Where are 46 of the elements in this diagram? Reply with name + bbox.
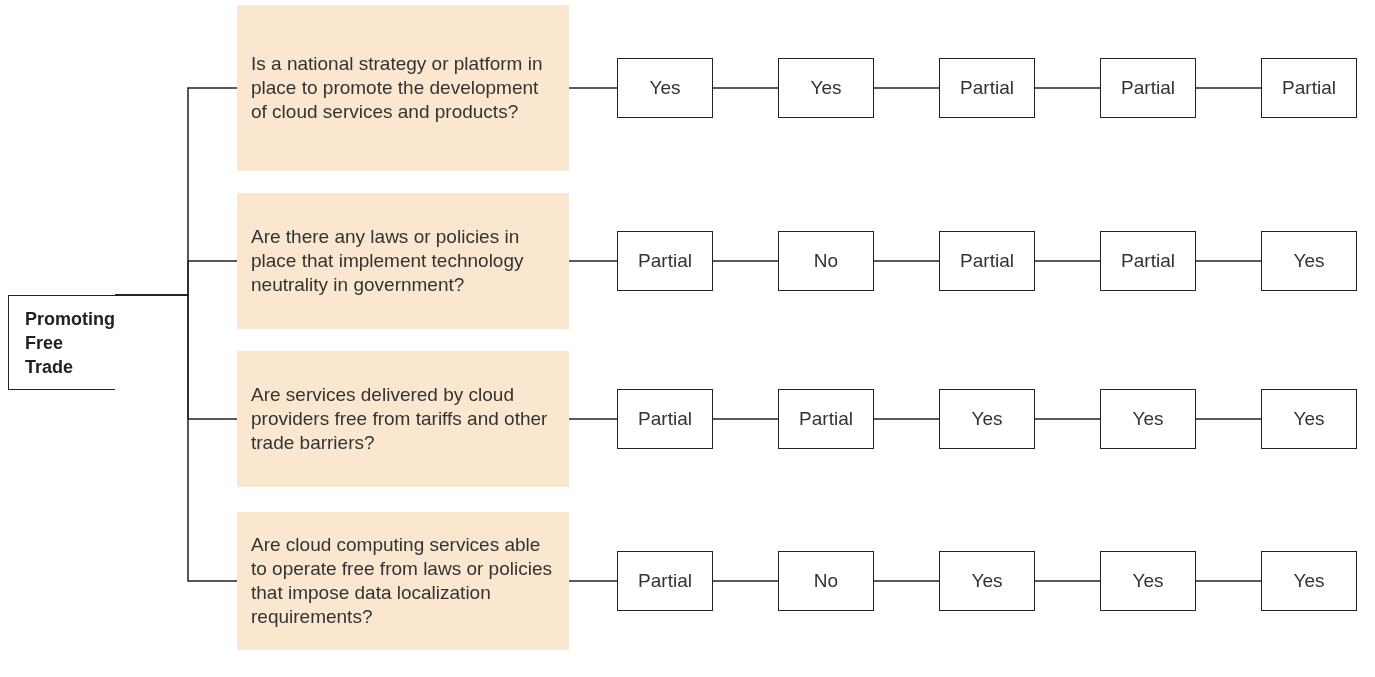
connector-line	[1034, 580, 1101, 582]
connector-line	[568, 260, 618, 262]
connector-line	[873, 580, 940, 582]
connector-line	[1034, 260, 1101, 262]
answer-box: No	[778, 231, 874, 291]
answer-box: Partial	[1261, 58, 1357, 118]
answer-box: Partial	[1100, 231, 1196, 291]
connector-line	[568, 87, 618, 89]
answer-box: Partial	[778, 389, 874, 449]
connector-line	[712, 87, 779, 89]
answer-box: No	[778, 551, 874, 611]
answer-box: Yes	[778, 58, 874, 118]
connector-line	[873, 87, 940, 89]
category-label: Promoting Free Trade	[8, 295, 115, 390]
answer-box: Yes	[939, 389, 1035, 449]
answer-box: Yes	[939, 551, 1035, 611]
question-box: Is a national strategy or platform in place to promote the development of cloud services and products?	[237, 5, 569, 171]
answer-box: Partial	[939, 58, 1035, 118]
answer-box: Yes	[1100, 551, 1196, 611]
connector-line	[873, 418, 940, 420]
answer-box: Partial	[1100, 58, 1196, 118]
connector-line	[1195, 418, 1262, 420]
answer-box: Partial	[617, 389, 713, 449]
answer-box: Partial	[939, 231, 1035, 291]
connector-line	[712, 260, 779, 262]
connector-line	[568, 580, 618, 582]
question-box: Are cloud computing services able to operate free from laws or policies that impose data localization requirements?	[237, 512, 569, 650]
connector-line	[712, 418, 779, 420]
question-box: Are there any laws or policies in place that implement technology neutrality in government?	[237, 193, 569, 329]
answer-box: Yes	[1261, 551, 1357, 611]
answer-box: Partial	[617, 231, 713, 291]
connector-line	[114, 294, 238, 582]
answer-box: Yes	[1261, 389, 1357, 449]
answer-box: Yes	[617, 58, 713, 118]
answer-box: Yes	[1261, 231, 1357, 291]
connector-line	[1195, 260, 1262, 262]
connector-line	[1195, 87, 1262, 89]
answer-box: Partial	[617, 551, 713, 611]
connector-line	[568, 418, 618, 420]
answer-box: Yes	[1100, 389, 1196, 449]
connector-line	[873, 260, 940, 262]
connector-line	[1034, 418, 1101, 420]
connector-line	[1034, 87, 1101, 89]
connector-line	[712, 580, 779, 582]
connector-line	[1195, 580, 1262, 582]
question-box: Are services delivered by cloud providers free from tariffs and other trade barriers?	[237, 351, 569, 487]
